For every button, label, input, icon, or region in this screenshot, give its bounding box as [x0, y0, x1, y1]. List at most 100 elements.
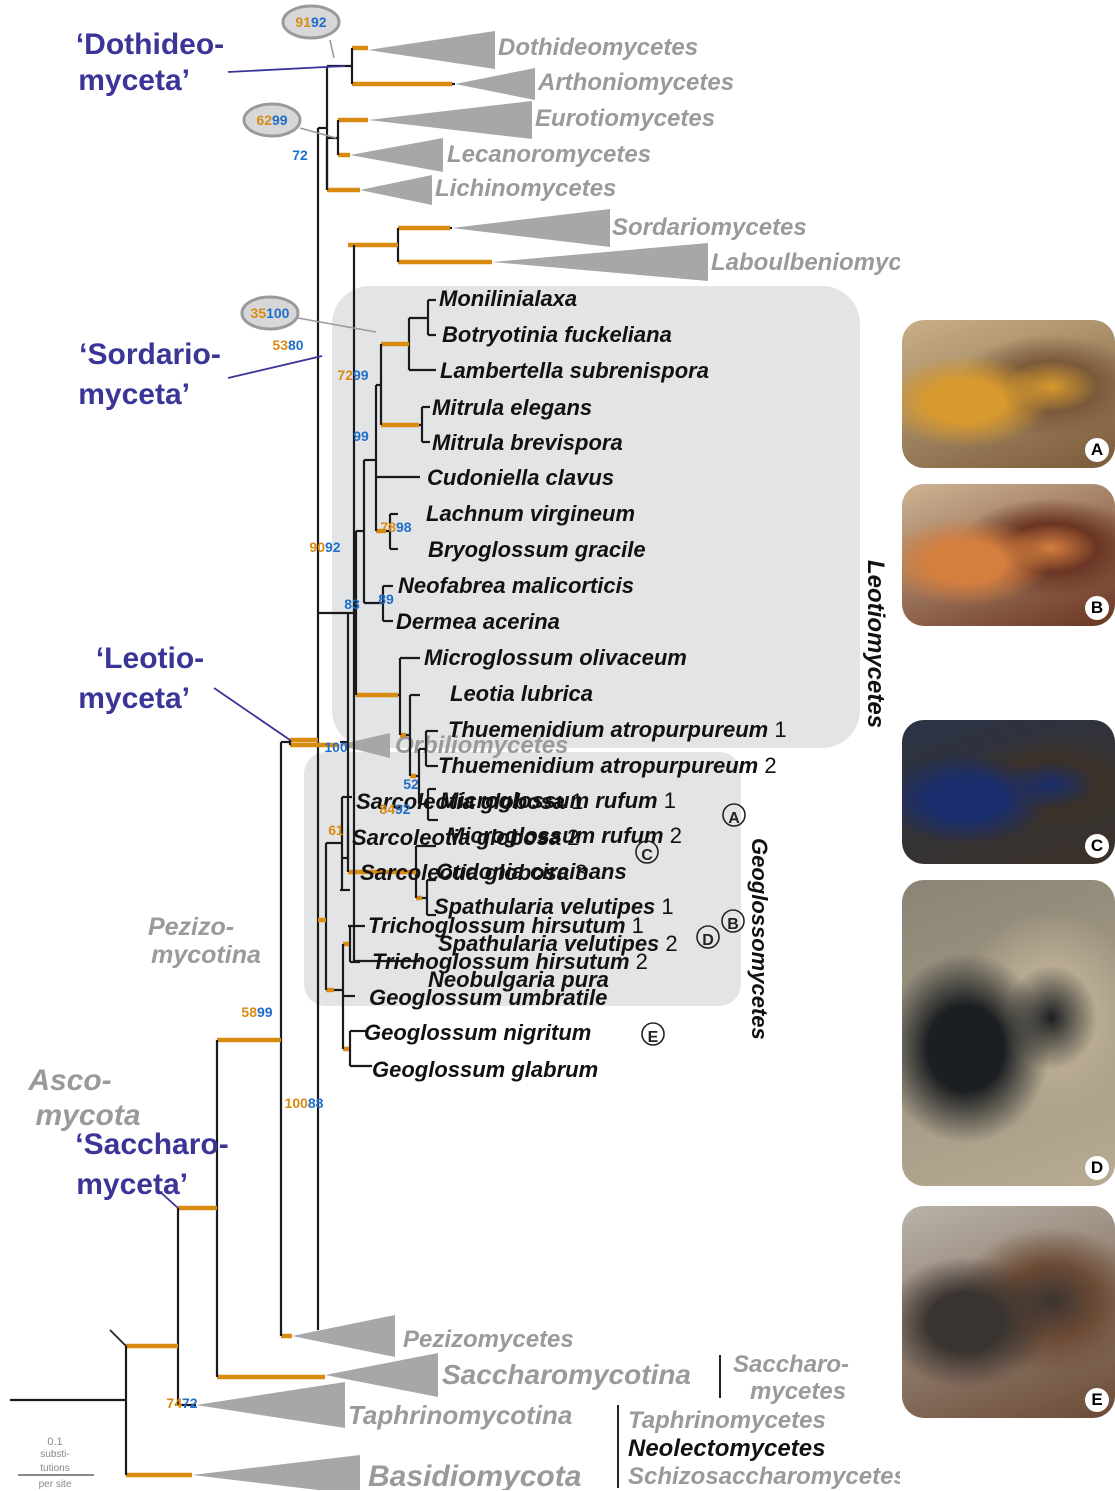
- oval-pointer-1: [330, 40, 334, 58]
- specimen-mark-letter: B: [727, 916, 739, 933]
- pezizomycetes-label: Pezizomycetes: [403, 1326, 574, 1353]
- scale-line: [18, 1474, 94, 1476]
- basidiomycota-triangle: [192, 1455, 360, 1490]
- pezizomycotina-line2: mycotina: [151, 941, 261, 969]
- saccharomycotina-label: Saccharomycotina: [442, 1359, 691, 1390]
- sup-100: 100: [324, 739, 348, 755]
- basidiomycota-label: Basidiomycota: [368, 1460, 581, 1490]
- dothideo-clade-label-line1: ‘Dothideo-: [76, 28, 224, 61]
- taxon-label: Lambertella subrenispora: [440, 358, 709, 383]
- dothideomycetes-label: Dothideomycetes: [498, 34, 698, 61]
- photo-badge: C: [1085, 834, 1109, 858]
- saccharomycetes-line1: Saccharo-: [733, 1351, 849, 1378]
- sup-74-72: 7472: [166, 1395, 197, 1411]
- taxon-label: Trichoglossum hirsutum 2: [372, 949, 648, 974]
- sup-99: 99: [353, 428, 369, 444]
- photo-badge: E: [1085, 1388, 1109, 1412]
- sup-53-80: 5380: [272, 337, 303, 353]
- taxon-label: Geoglossum umbratile: [369, 985, 607, 1010]
- specimen-mark-letter: A: [728, 810, 740, 827]
- lecanoromycetes-triangle: [350, 138, 443, 172]
- ascomycota-line2: mycota: [35, 1099, 140, 1132]
- dothideo-clade-label-line2: myceta’: [78, 64, 190, 97]
- taxon-label: Mitrula brevispora: [432, 430, 623, 455]
- taxon-label: Bryoglossum gracile: [428, 537, 646, 562]
- sordariomycetes-triangle: [452, 209, 610, 247]
- sup-72-left: 72: [292, 147, 308, 163]
- photo-c: C: [902, 720, 1115, 864]
- leotio-clade-label-line1: ‘Leotio-: [96, 642, 204, 675]
- geoglossomycetes-label: Geoglossomycetes: [747, 838, 772, 1040]
- taphrino-class-2: Neolectomycetes: [628, 1435, 825, 1462]
- phylogenetic-tree: DothideomycetesArthoniomycetesEurotiomyc…: [0, 0, 900, 1490]
- lecanoromycetes-label: Lecanoromycetes: [447, 141, 651, 168]
- scale-unit-line-1: substi-: [20, 1448, 90, 1461]
- taxon-label: Thuemenidium atropurpureum 2: [438, 753, 777, 778]
- photo-badge: A: [1085, 438, 1109, 462]
- leotiomycetes-label: Leotiomycetes: [862, 560, 889, 728]
- taxon-label: Leotia lubrica: [450, 681, 593, 706]
- sup-89: 89: [378, 591, 394, 607]
- arthoniomycetes-label: Arthoniomycetes: [537, 69, 734, 96]
- sup-72-99: 7299: [337, 367, 368, 383]
- arthoniomycetes-triangle: [455, 68, 535, 100]
- lichinomycetes-label: Lichinomycetes: [435, 175, 616, 202]
- taxon-label: Microglossum olivaceum: [424, 645, 687, 670]
- ascomycota-line1: Asco-: [27, 1064, 111, 1097]
- laboulbeniomycetes-label: Laboulbeniomycetes: [711, 249, 900, 276]
- leotio-pointer: [214, 688, 290, 740]
- photo-d: D: [902, 880, 1115, 1186]
- taxon-label: Sarcoleotia globosa 3: [360, 860, 587, 885]
- sordario-pointer: [228, 356, 322, 378]
- dothideomycetes-triangle: [368, 31, 495, 69]
- taxon-label: Dermea acerina: [396, 609, 560, 634]
- saccharo-clade-label-line2: myceta’: [76, 1168, 188, 1201]
- photo-badge: B: [1085, 596, 1109, 620]
- sup-35-100: 35100: [251, 305, 290, 321]
- pezizomycotina-line1: Pezizo-: [148, 913, 234, 941]
- photo-b: B: [902, 484, 1115, 626]
- sup-78-98: 7898: [380, 519, 411, 535]
- eurotiomycetes-label: Eurotiomycetes: [535, 105, 715, 132]
- taxon-label: Neofabrea malicorticis: [398, 573, 634, 598]
- taphrinomycotina-label: Taphrinomycotina: [348, 1400, 572, 1430]
- taxon-label: Mitrula elegans: [432, 395, 592, 420]
- taxon-label: Botryotinia fuckeliana: [442, 322, 672, 347]
- specimen-mark-letter: C: [641, 847, 653, 864]
- taxon-label: Cudoniella clavus: [427, 465, 614, 490]
- sup-62-99: 6299: [256, 112, 287, 128]
- sordario-clade-label-line2: myceta’: [78, 378, 190, 411]
- ascomycota-pointer: [110, 1330, 126, 1346]
- taxon-label: Geoglossum nigritum: [364, 1020, 591, 1045]
- taxon-label: Geoglossum glabrum: [372, 1057, 598, 1082]
- taphrino-class-1: Taphrinomycetes: [628, 1407, 826, 1434]
- taxon-label: Trichoglossum hirsutum 1: [368, 913, 644, 938]
- eurotiomycetes-triangle: [368, 101, 532, 139]
- saccharomycetes-line2: mycetes: [750, 1378, 846, 1405]
- photo-a: A: [902, 320, 1115, 468]
- sup-90-92: 9092: [309, 539, 340, 555]
- pezizomycetes-triangle: [292, 1315, 395, 1357]
- photo-badge: D: [1085, 1156, 1109, 1180]
- sup-58-99: 5899: [241, 1004, 272, 1020]
- sordario-clade-label-line1: ‘Sordario-: [79, 338, 221, 371]
- taxon-label: Sarcoleotia globosa 2: [352, 825, 579, 850]
- taxon-label: Monilinialaxa: [439, 286, 577, 311]
- sordariomycetes-label: Sordariomycetes: [612, 214, 807, 241]
- specimen-mark-letter: E: [648, 1029, 659, 1046]
- taphrino-class-3: Schizosaccharomycetes: [628, 1463, 900, 1490]
- specimen-mark-letter: D: [702, 932, 714, 949]
- sup-91-92: 9192: [295, 14, 326, 30]
- sup-83: 83: [344, 596, 360, 612]
- sup-52: 52: [403, 776, 419, 792]
- saccharo-clade-label-line1: ‘Saccharo-: [75, 1128, 228, 1161]
- lichinomycetes-triangle: [360, 175, 432, 205]
- taxon-label: Thuemenidium atropurpureum 1: [448, 717, 787, 742]
- taxon-label: Lachnum virgineum: [426, 501, 635, 526]
- laboulbeniomycetes-triangle: [492, 243, 708, 281]
- leotio-clade-label-line2: myceta’: [78, 682, 190, 715]
- photo-e: E: [902, 1206, 1115, 1418]
- scale-unit-line-3: per site: [20, 1478, 90, 1491]
- sup-61: 61: [328, 822, 344, 838]
- taphrinomycotina-triangle: [196, 1382, 345, 1428]
